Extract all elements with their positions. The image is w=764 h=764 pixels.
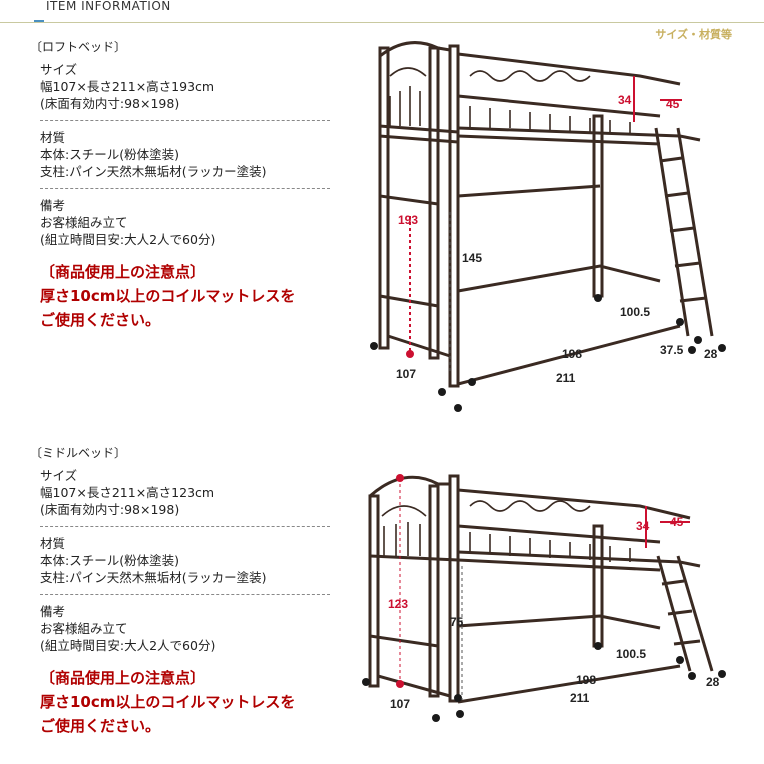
middle-notice: 〔商品使用上の注意点〕 厚さ10cm以上のコイルマットレスを ご使用ください。	[40, 666, 330, 738]
header-accent-bar	[34, 20, 44, 22]
middle-dim-rail2: 45	[670, 515, 684, 529]
middle-notes-line2: (組立時間目安:大人2人で60分)	[40, 638, 216, 653]
loft-notes-label: 備考	[40, 198, 66, 213]
middle-notes-label: 備考	[40, 604, 66, 619]
divider	[40, 188, 330, 189]
middle-material-line2: 支柱:パイン天然木無垢材(ラッカー塗装)	[40, 570, 267, 585]
divider	[40, 526, 330, 527]
middle-notice-line3: ご使用ください。	[40, 717, 161, 735]
middle-size-label: サイズ	[40, 468, 78, 483]
loft-info: 〔ロフトベッド〕 サイズ 幅107×長さ211×高さ193cm (床面有効内寸:…	[30, 38, 330, 332]
loft-notes-line2: (組立時間目安:大人2人で60分)	[40, 232, 216, 247]
size-material-tag: サイズ・材質等	[655, 28, 732, 41]
middle-dim-inner-length: 198	[576, 673, 596, 687]
middle-dim-rail: 34	[636, 519, 650, 533]
loft-material-line1: 本体:スチール(粉体塗装)	[40, 147, 179, 162]
middle-size-line2: (床面有効内寸:98×198)	[40, 502, 180, 517]
loft-notice-line2: 厚さ10cm以上のコイルマットレスを	[40, 287, 296, 305]
loft-title: 〔ロフトベッド〕	[30, 40, 127, 54]
middle-bed-diagram: 123 75 34 45 107 211 198 100.5 28	[362, 474, 726, 722]
middle-dim-height: 123	[388, 597, 408, 611]
loft-notice-line1: 〔商品使用上の注意点〕	[40, 263, 206, 281]
loft-size-label: サイズ	[40, 62, 78, 77]
page-header: ITEM INFORMATION	[0, 0, 764, 23]
loft-bed-diagram: 193 145 34 45 107 211 198 100.5 37.5 28	[370, 41, 726, 412]
middle-size-line1: 幅107×長さ211×高さ123cm	[40, 485, 215, 500]
loft-material-label: 材質	[40, 130, 66, 145]
middle-dim-length: 211	[570, 691, 590, 705]
middle-notice-line1: 〔商品使用上の注意点〕	[40, 669, 206, 687]
header-title: ITEM INFORMATION	[46, 0, 171, 13]
loft-notice: 〔商品使用上の注意点〕 厚さ10cm以上のコイルマットレスを ご使用ください。	[40, 260, 330, 332]
loft-dim-length: 211	[556, 371, 576, 385]
loft-dim-step: 28	[704, 347, 718, 361]
loft-notes-line1: お客様組み立て	[40, 215, 128, 230]
loft-notice-line3: ご使用ください。	[40, 311, 161, 329]
loft-dim-inner-height: 145	[462, 251, 482, 265]
middle-dim-step: 28	[706, 675, 720, 689]
middle-material-line1: 本体:スチール(粉体塗装)	[40, 553, 179, 568]
middle-notes-line1: お客様組み立て	[40, 621, 128, 636]
loft-dim-rail2: 45	[666, 97, 680, 111]
loft-dim-ladder2: 37.5	[660, 343, 684, 357]
middle-material-label: 材質	[40, 536, 66, 551]
loft-material-line2: 支柱:パイン天然木無垢材(ラッカー塗装)	[40, 164, 267, 179]
middle-dim-ladder: 100.5	[616, 647, 646, 661]
middle-title: 〔ミドルベッド〕	[30, 446, 127, 460]
loft-dim-ladder: 100.5	[620, 305, 650, 319]
middle-info: 〔ミドルベッド〕 サイズ 幅107×長さ211×高さ123cm (床面有効内寸:…	[30, 444, 330, 738]
divider	[40, 594, 330, 595]
loft-dim-rail: 34	[618, 93, 632, 107]
loft-dim-width: 107	[396, 367, 416, 381]
loft-size-line1: 幅107×長さ211×高さ193cm	[40, 79, 215, 94]
middle-notice-line2: 厚さ10cm以上のコイルマットレスを	[40, 693, 296, 711]
divider	[40, 120, 330, 121]
middle-dim-width: 107	[390, 697, 410, 711]
loft-dim-inner-length: 198	[562, 347, 582, 361]
loft-size-line2: (床面有効内寸:98×198)	[40, 96, 180, 111]
middle-dim-inner-height: 75	[450, 615, 464, 629]
loft-dim-height: 193	[398, 213, 418, 227]
